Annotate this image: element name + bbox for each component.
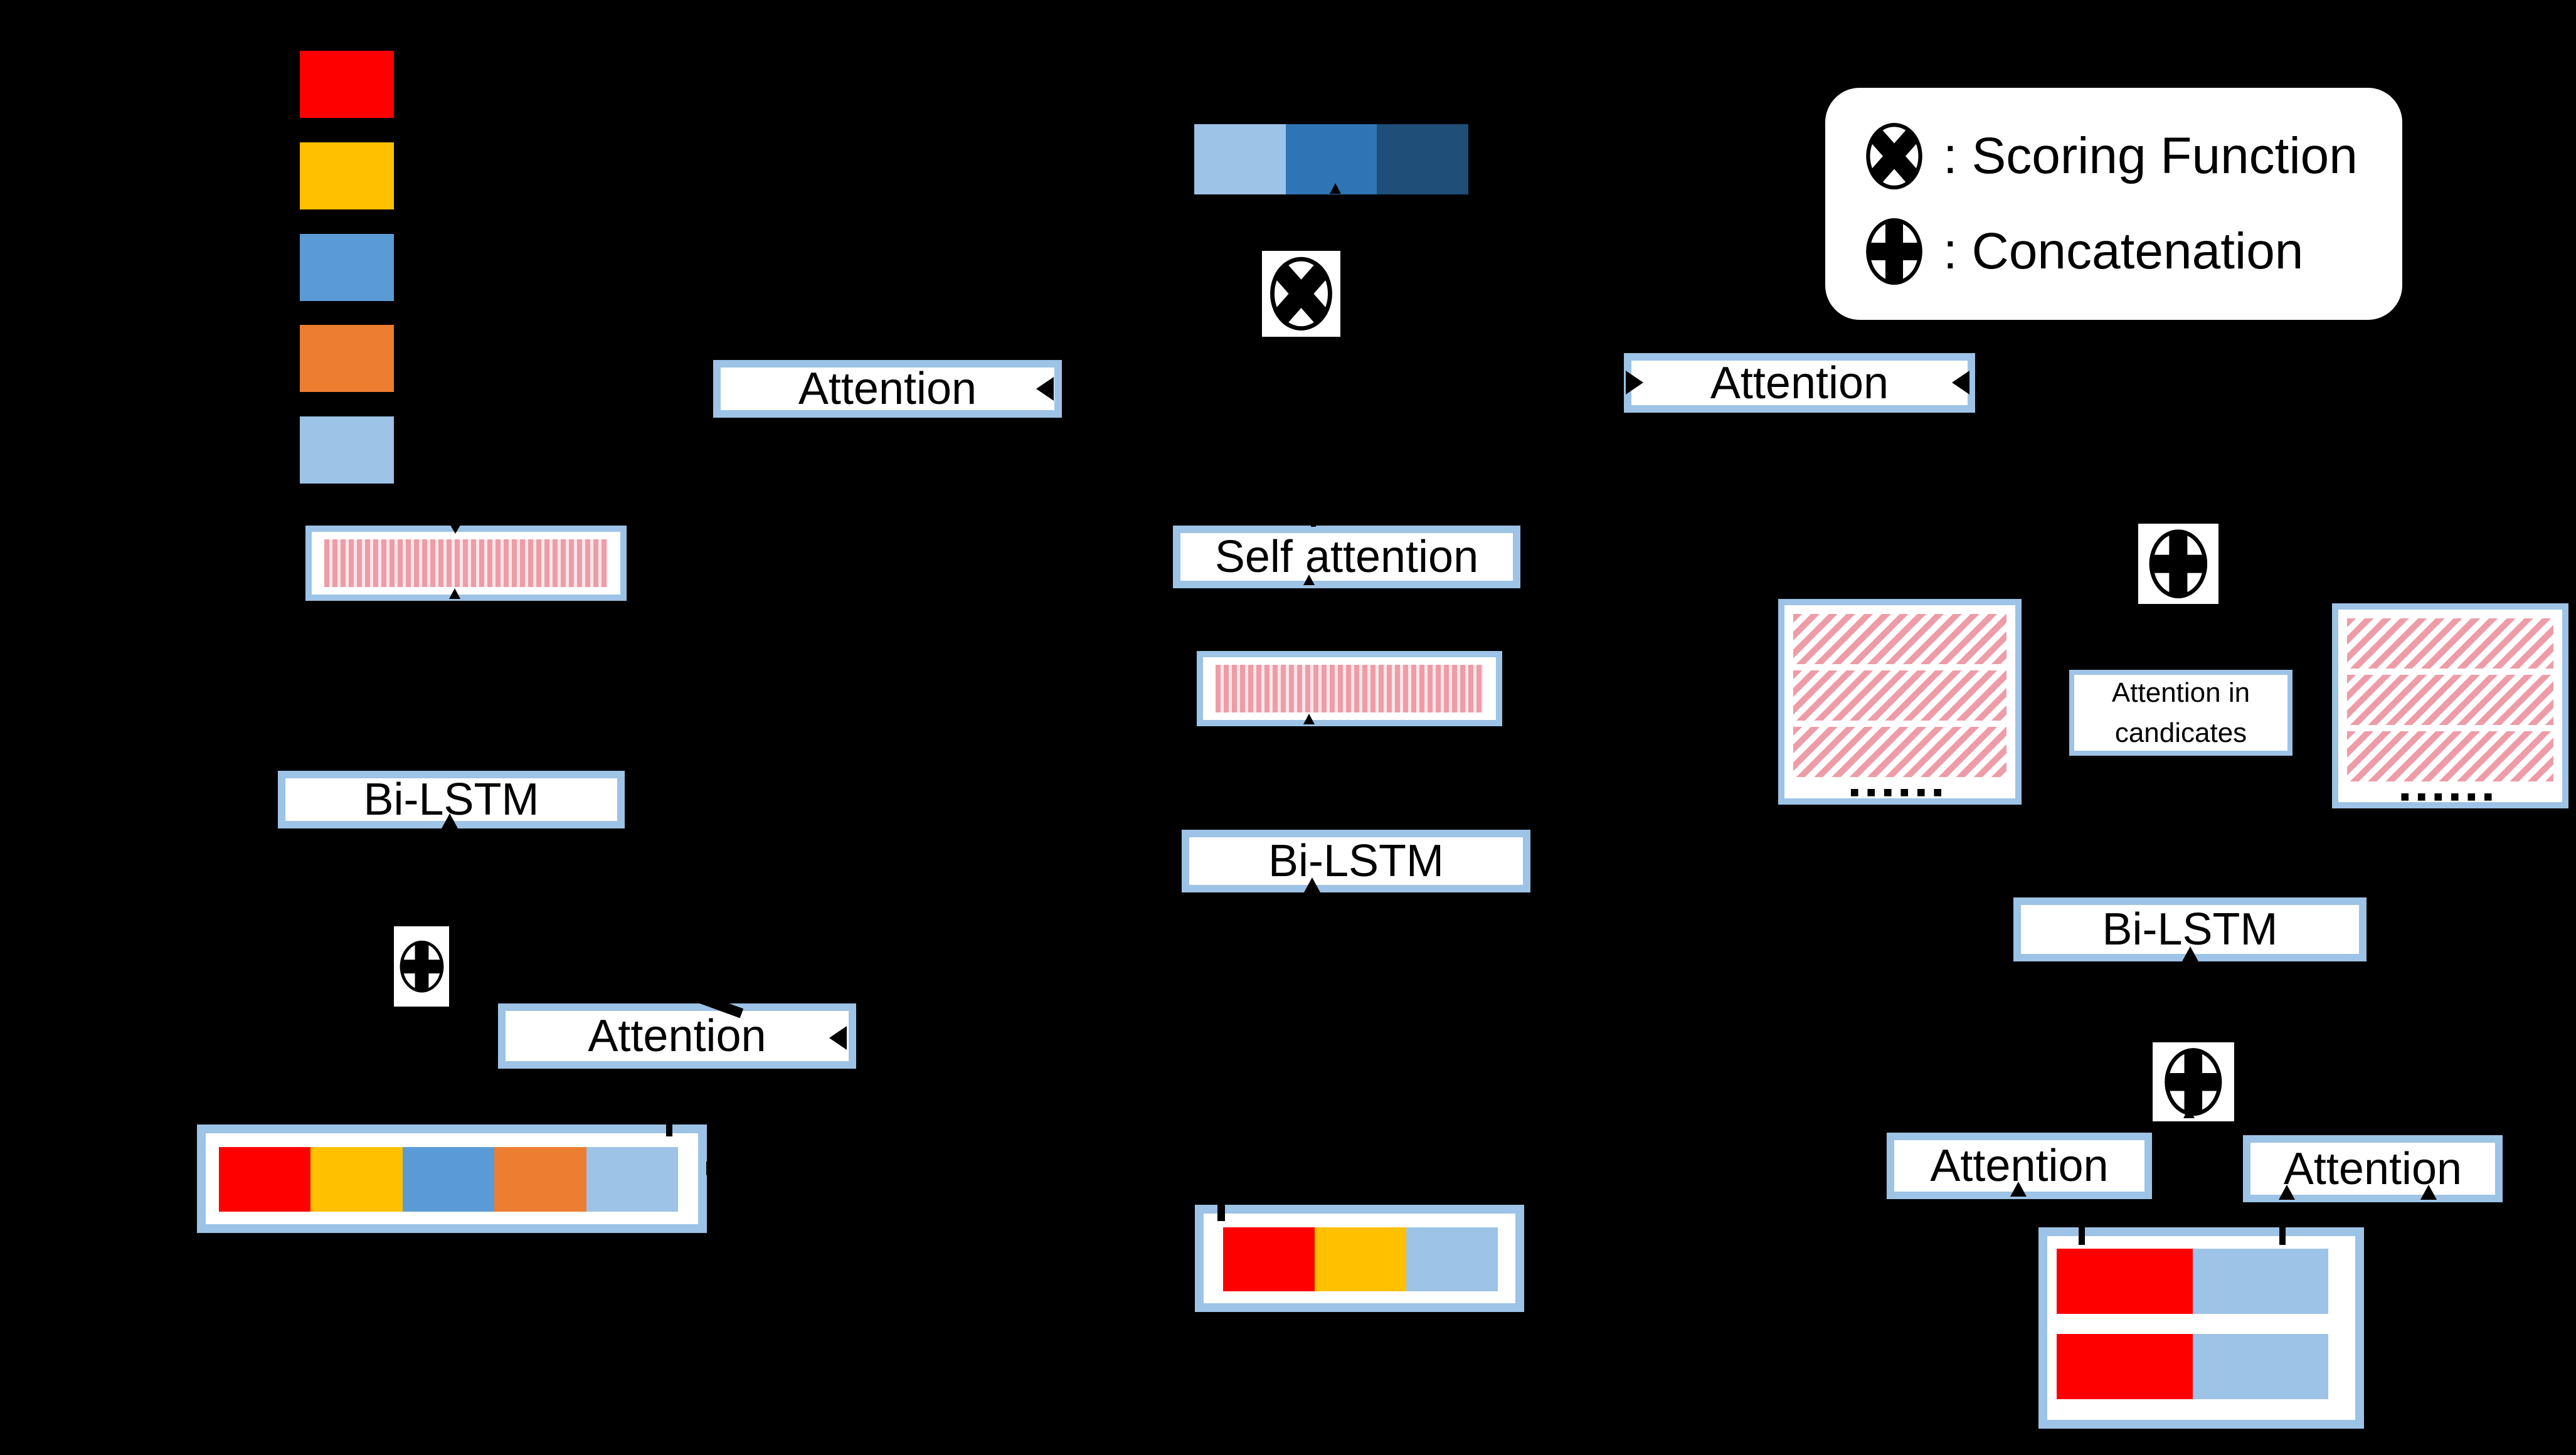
diagonal-stripe-row: [2347, 731, 2553, 781]
candidate-pairs-box: [2038, 1227, 2364, 1429]
arrowhead: [1303, 640, 1315, 650]
diagonal-stripe-row: [2347, 675, 2553, 725]
arrowhead: [449, 523, 462, 534]
legend-concatenation-label: : Concatenation: [1943, 223, 2304, 280]
fused-bar-left: [219, 1147, 679, 1212]
segment-red: [2057, 1249, 2193, 1314]
vertical-stripe-pattern: [1216, 665, 1483, 712]
attention-box-left-top: Attention: [713, 360, 1062, 418]
attention-box-right-top: Attention: [1624, 353, 1975, 413]
encoded-sequence-box-middle: [1197, 651, 1502, 726]
segment-red: [2057, 1334, 2193, 1399]
diagonal-stripe-row: [1793, 727, 2006, 777]
fused-bar-middle: [1223, 1227, 1498, 1291]
legend-row-concatenation: : Concatenation: [1862, 214, 2366, 288]
concatenation-icon-left: [394, 926, 449, 1007]
arrowhead: [1036, 377, 1054, 401]
legend-scoring-label: : Scoring Function: [1943, 127, 2358, 184]
concatenation-icon-right-lower: [2153, 1042, 2234, 1121]
candidate-pair-row-1: [2057, 1249, 2328, 1314]
segment-orange: [300, 325, 394, 393]
arrowhead: [2010, 1182, 2027, 1197]
arrow-tail: [666, 1121, 672, 1136]
diagonal-stripe-row: [2347, 618, 2553, 669]
segment-blue: [402, 1147, 495, 1212]
arrow-tail: [2292, 700, 2303, 711]
segment-light_blue: [300, 416, 394, 484]
attention-box-left-bottom: Attention: [498, 1003, 856, 1069]
segment-light_blue: [1194, 124, 1286, 194]
legend: : Scoring Function : Concatenation: [1825, 88, 2402, 320]
self-attention-box: Self attention: [1173, 526, 1520, 588]
self-attention-label: Self attention: [1214, 532, 1479, 582]
segment-light_blue: [2192, 1334, 2328, 1399]
segment-red: [1223, 1227, 1315, 1291]
candidate-pair-row-2: [2057, 1334, 2328, 1399]
encoded-sequence-box-left: [305, 526, 627, 601]
arrowhead: [2279, 1185, 2295, 1200]
arrow-tail: [2279, 1227, 2286, 1245]
legend-row-scoring: : Scoring Function: [1862, 119, 2366, 193]
segment-red: [219, 1147, 311, 1212]
segment-gold: [310, 1147, 403, 1212]
bilstm-label: Bi-LSTM: [2102, 904, 2278, 955]
fused-representation-box-left: [197, 1124, 707, 1233]
ellipsis-dots: ■■■■■■: [1850, 784, 1950, 801]
fused-representation-box-middle: [1195, 1205, 1524, 1312]
concatenation-icon-right-upper: [2138, 524, 2218, 604]
segment-dark_blue: [1377, 124, 1469, 194]
arrowhead: [1304, 877, 1320, 892]
arrowhead: [442, 813, 458, 828]
concatenation-icon: [1866, 218, 1922, 285]
arrowhead: [1330, 183, 1341, 194]
attention-in-candidates-line1: Attention in: [2111, 677, 2250, 708]
arrowhead: [2183, 1108, 2195, 1118]
arrowhead: [1303, 714, 1315, 724]
attention-in-candidates-line2: candicates: [2114, 717, 2247, 748]
attention-in-candidates-box: Attention in candicates: [2069, 670, 2292, 756]
arrowhead: [1952, 371, 1969, 394]
arrow-tail: [1311, 516, 1316, 527]
bilstm-box-right: Bi-LSTM: [2013, 897, 2367, 961]
segment-red: [300, 51, 394, 118]
attention-label: Attention: [798, 364, 977, 414]
bilstm-box-left: Bi-LSTM: [278, 771, 625, 828]
arrow-tail: [1217, 1205, 1225, 1221]
bilstm-box-middle: Bi-LSTM: [1182, 830, 1530, 892]
attention-label: Attention: [1930, 1141, 2109, 1191]
arrowhead: [829, 1026, 847, 1050]
candidates-box-right: ■■■■■■: [2332, 603, 2568, 808]
segment-mid_blue: [1285, 124, 1377, 194]
attention-label: Attention: [1710, 357, 1889, 408]
bilstm-label: Bi-LSTM: [1268, 836, 1444, 886]
arrow-tail: [2079, 1227, 2085, 1245]
segment-light_blue: [1406, 1227, 1498, 1291]
segment-light_blue: [586, 1147, 679, 1212]
segment-orange: [494, 1147, 586, 1212]
attention-box-right-bottom-right: Attention: [2243, 1135, 2503, 1202]
attention-label: Attention: [588, 1011, 766, 1061]
arrowhead: [1303, 574, 1315, 585]
diagonal-stripe-row: [1793, 614, 2006, 664]
arrowhead: [2182, 946, 2198, 961]
candidates-box-left: ■■■■■■: [1778, 599, 2022, 805]
scoring-function-icon-middle: [1262, 251, 1340, 337]
arrowhead: [1869, 1153, 1887, 1177]
vertical-stripe-pattern: [324, 539, 608, 587]
segment-light_blue: [2192, 1249, 2328, 1314]
arrow-tail: [706, 1161, 716, 1175]
arrowhead: [449, 588, 460, 599]
attention-label: Attention: [2283, 1143, 2462, 1194]
segment-gold: [300, 142, 394, 209]
segment-blue: [300, 233, 394, 301]
passage-levels-bar: [1194, 124, 1469, 194]
segment-gold: [1315, 1227, 1406, 1291]
ellipsis-dots: ■■■■■■: [2400, 788, 2500, 805]
arrowhead: [2420, 1185, 2437, 1200]
query-token-column: [300, 51, 394, 484]
scoring-function-icon: [1866, 122, 1922, 190]
arrowhead: [1626, 371, 1643, 394]
diagonal-stripe-row: [1793, 670, 2006, 721]
